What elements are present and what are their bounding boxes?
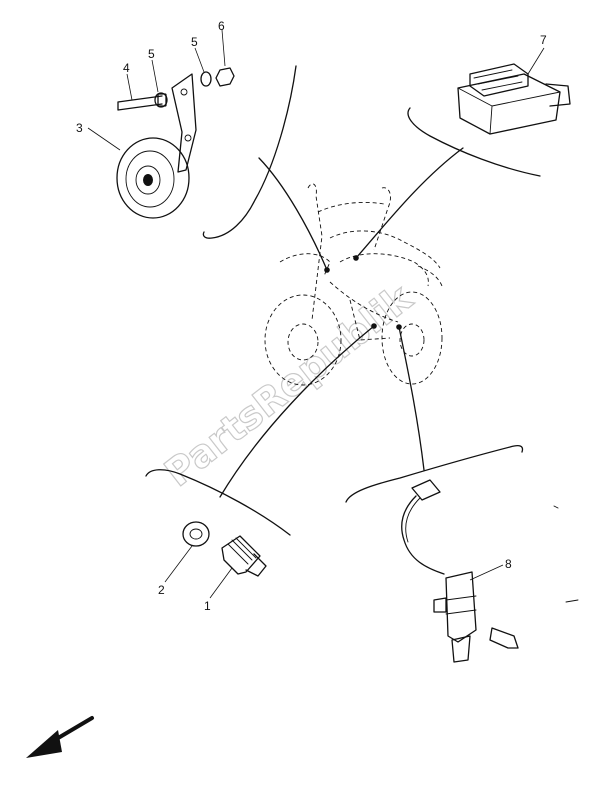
- relay-part-7: [457, 63, 571, 135]
- callout-3: 3: [76, 121, 83, 135]
- horn-region-boundary: [202, 65, 297, 239]
- washer-part-5-left: [154, 92, 168, 108]
- callouts: 4 5 5 6 3 7 2 1 8: [76, 19, 547, 613]
- sensor-body-part-8: [445, 571, 477, 643]
- horn-bracket: [171, 73, 197, 173]
- relay-side-terminal: [545, 83, 571, 107]
- callout-1: 1: [204, 599, 211, 613]
- relay-top-connector: [469, 63, 529, 97]
- connector-sensor: [398, 326, 425, 471]
- sensor-mount-point: [396, 324, 402, 330]
- callout-7: 7: [540, 33, 547, 47]
- nut-part-6: [215, 67, 235, 87]
- washer-part-5-right: [200, 71, 212, 87]
- front-wheel: [264, 294, 342, 386]
- sensor-connector: [411, 479, 441, 501]
- horn-body: [116, 137, 190, 219]
- motorcycle-outline: [264, 183, 443, 386]
- sensor-wire: [401, 495, 445, 575]
- callout-2: 2: [158, 583, 165, 597]
- callout-8: 8: [505, 557, 512, 571]
- callout-5-right: 5: [191, 35, 198, 49]
- region-boundaries: [145, 65, 541, 536]
- sensor-screw: [489, 627, 519, 649]
- callout-5-left: 5: [148, 47, 155, 61]
- connector-relay: [355, 147, 464, 259]
- callout-6: 6: [218, 19, 225, 33]
- watermark-text: PartsRepublik: [156, 275, 420, 495]
- callout-4: 4: [123, 61, 130, 75]
- sensor-region-boundary: [345, 445, 524, 503]
- leader-lines: [87, 29, 545, 599]
- horn-mount-point: [324, 267, 330, 273]
- relay-region-boundary: [407, 107, 541, 177]
- rear-wheel: [381, 291, 443, 385]
- relay-mount-point: [353, 255, 359, 261]
- switch-assembly: [182, 521, 267, 577]
- front-direction-arrow-icon: [26, 716, 94, 758]
- switch-region-boundary: [145, 469, 291, 536]
- switch-part-1: [221, 535, 261, 575]
- horn-assembly: [116, 67, 235, 219]
- connector-switch: [219, 325, 375, 498]
- horn-center-cap: [143, 174, 153, 186]
- switch-mount-point: [371, 323, 377, 329]
- sensor-assembly: [401, 479, 519, 663]
- connector-horn: [258, 157, 328, 271]
- bolt-part-4: [117, 95, 163, 111]
- gasket-part-2: [182, 521, 210, 547]
